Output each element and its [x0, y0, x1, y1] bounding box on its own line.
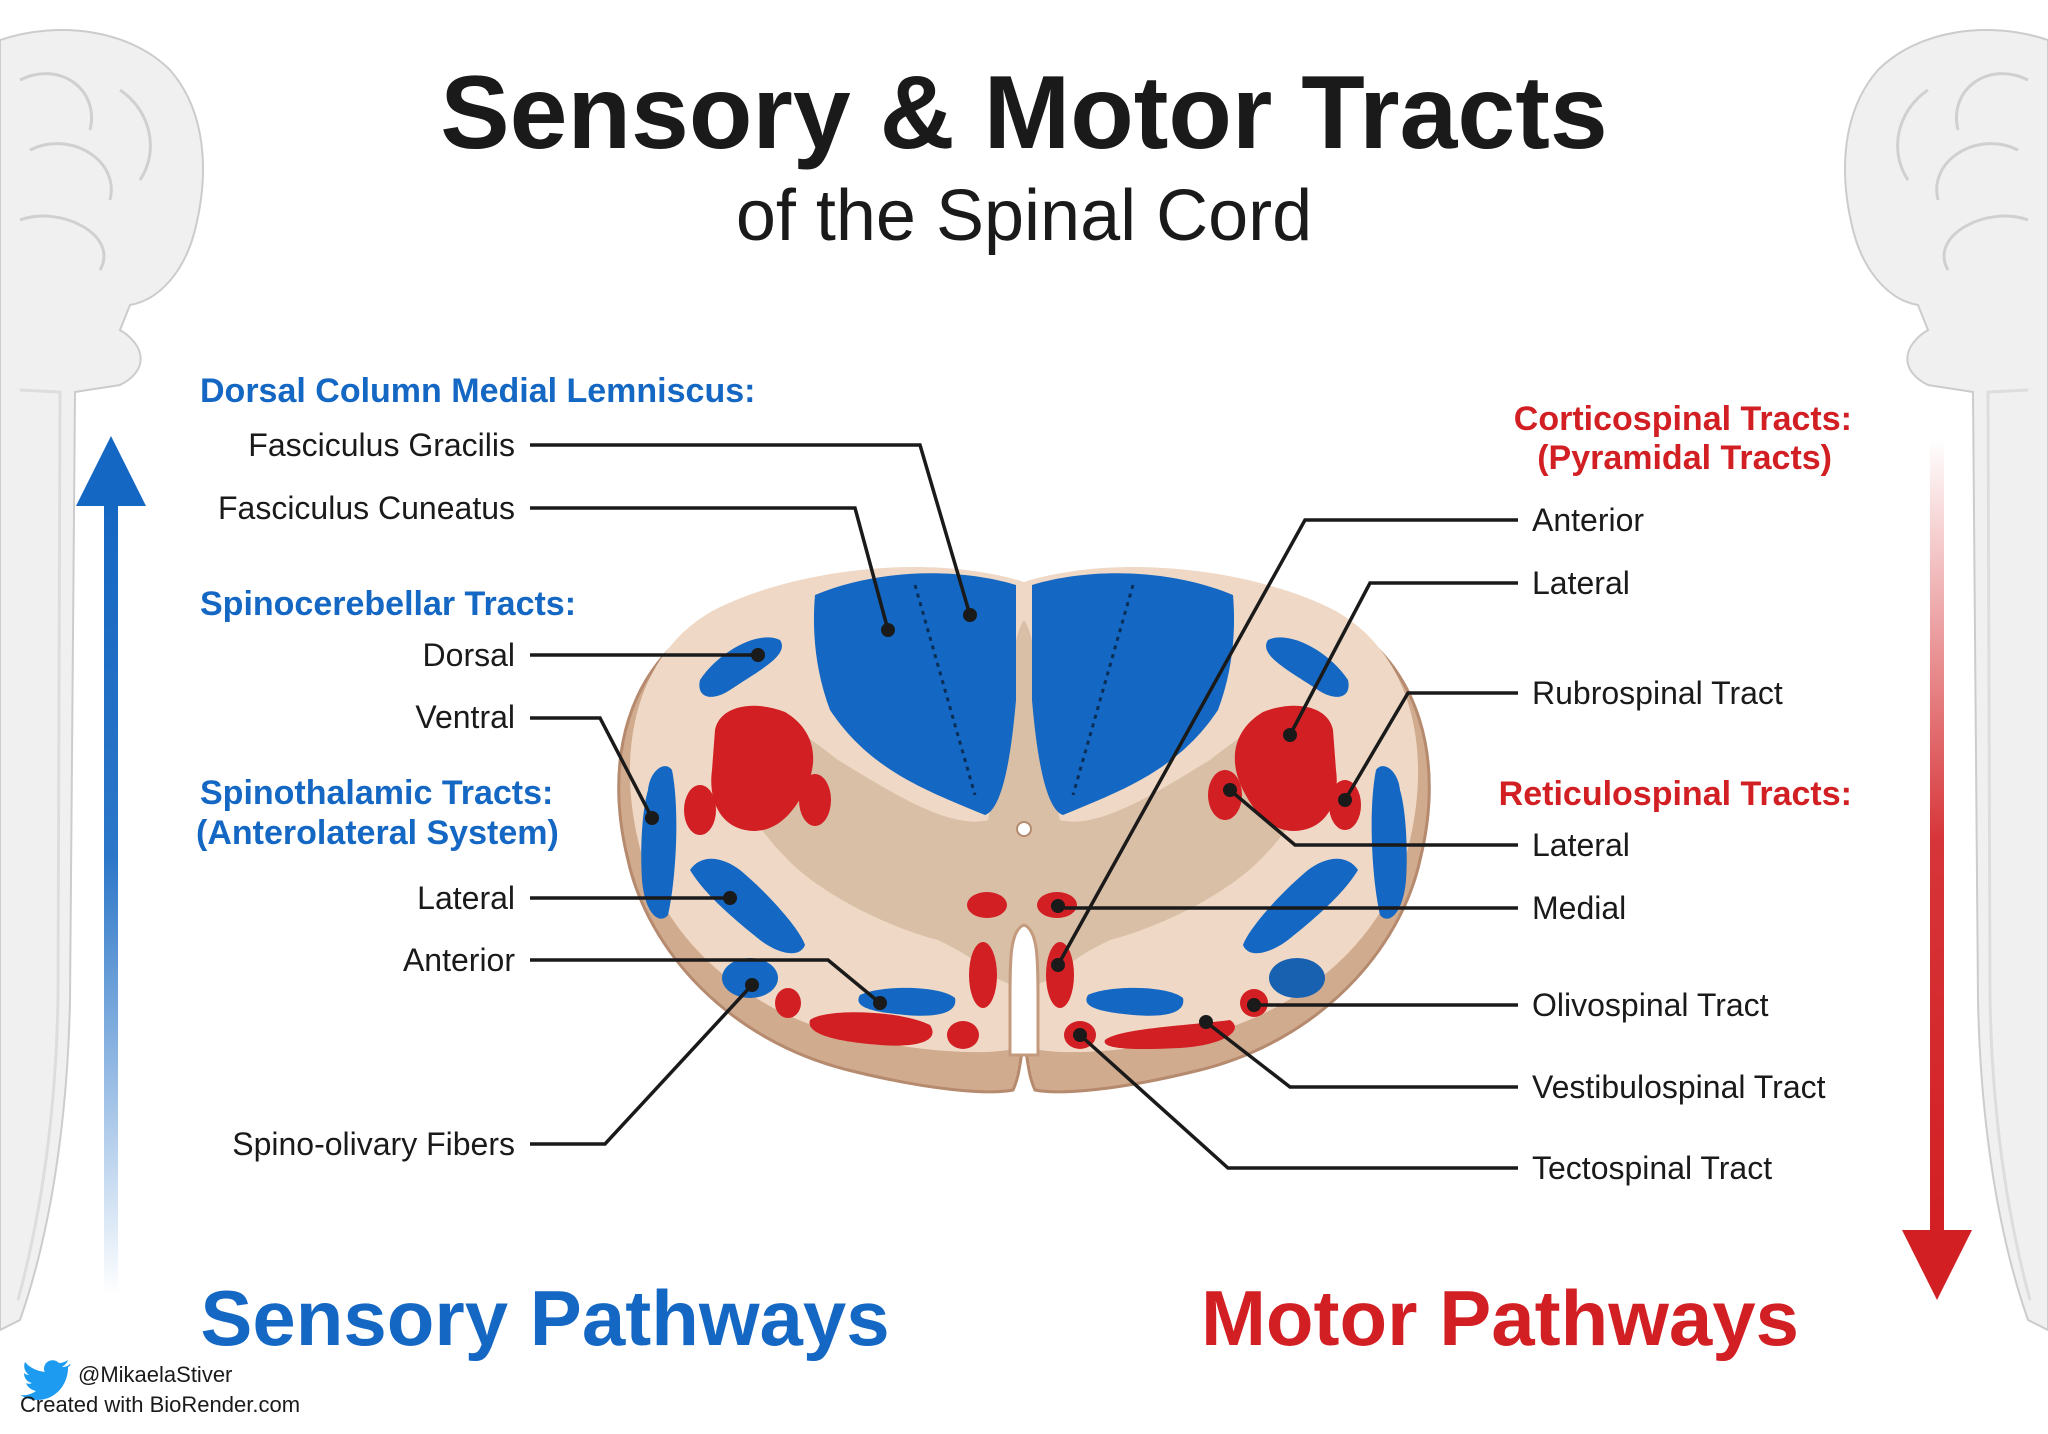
olivospinal-left	[775, 988, 801, 1018]
label-anterior-spinothalamic: Anterior	[403, 942, 515, 978]
central-canal	[1016, 821, 1032, 837]
twitter-bird-icon	[20, 1360, 71, 1400]
motor-labels: Corticospinal Tracts: (Pyramidal Tracts)…	[1499, 400, 1852, 1186]
label-lateral-spinothalamic: Lateral	[417, 880, 515, 916]
anterior-corticospinal-right	[1046, 942, 1074, 1008]
label-medial-reticulospinal: Medial	[1532, 890, 1626, 926]
gray-matter	[724, 620, 1324, 990]
ventral-spinocerebellar-right	[1371, 766, 1407, 919]
corticospinal-header-line1: Corticospinal Tracts:	[1514, 400, 1852, 438]
label-lateral-corticospinal: Lateral	[1532, 565, 1630, 601]
sensory-pathways-label: Sensory Pathways	[200, 1274, 889, 1362]
label-vestibulospinal: Vestibulospinal Tract	[1532, 1069, 1826, 1105]
spino-olivary-right	[1269, 958, 1325, 998]
label-fasciculus-gracilis: Fasciculus Gracilis	[248, 427, 515, 463]
left-brain-icon	[0, 29, 204, 1332]
label-fasciculus-cuneatus: Fasciculus Cuneatus	[218, 490, 515, 526]
dcml-header: Dorsal Column Medial Lemniscus:	[200, 372, 755, 410]
lateral-corticospinal-left	[711, 705, 814, 831]
dorsal-column-right	[1032, 573, 1235, 815]
tectospinal-left	[947, 1021, 979, 1049]
page-title: Sensory & Motor Tracts	[440, 55, 1607, 171]
label-olivospinal: Olivospinal Tract	[1532, 987, 1769, 1023]
left-leaders	[530, 443, 977, 1146]
right-brain-icon	[1844, 29, 2048, 1332]
dorsal-column-left	[813, 573, 1016, 815]
label-tectospinal: Tectospinal Tract	[1532, 1150, 1772, 1186]
medial-reticulospinal-left	[967, 892, 1007, 918]
label-spino-olivary: Spino-olivary Fibers	[232, 1126, 515, 1162]
motor-arrow-down	[1902, 440, 1972, 1300]
anterior-spinothalamic-right	[1086, 987, 1184, 1016]
right-leaders	[1051, 518, 1518, 1170]
corticospinal-header-line2: (Pyramidal Tracts)	[1537, 439, 1832, 477]
anterior-corticospinal-left	[969, 942, 997, 1008]
label-rubrospinal: Rubrospinal Tract	[1532, 675, 1783, 711]
sensory-labels: Dorsal Column Medial Lemniscus: Fascicul…	[196, 372, 755, 1162]
anterior-median-fissure	[1008, 923, 1040, 1057]
credits: @MikaelaStiver Created with BioRender.co…	[20, 1360, 300, 1417]
lateral-spinothalamic-left	[690, 858, 805, 954]
page-subtitle: of the Spinal Cord	[736, 176, 1312, 256]
lateral-spinothalamic-right	[1243, 858, 1358, 954]
spinothalamic-header-line1: Spinothalamic Tracts:	[200, 774, 553, 812]
reticulospinal-header: Reticulospinal Tracts:	[1499, 775, 1852, 813]
sensory-arrow-up	[76, 436, 146, 1295]
biorender-credit: Created with BioRender.com	[20, 1392, 300, 1417]
rubrospinal-left	[799, 774, 831, 826]
lateral-reticulospinal-right	[1208, 770, 1242, 820]
lateral-corticospinal-right	[1234, 705, 1337, 831]
motor-pathways-label: Motor Pathways	[1201, 1274, 1799, 1362]
label-anterior-corticospinal: Anterior	[1532, 502, 1644, 538]
ventral-spinocerebellar-left	[641, 766, 677, 919]
spino-olivary-left	[722, 958, 778, 998]
twitter-handle: @MikaelaStiver	[78, 1362, 232, 1387]
spinothalamic-header-line2: (Anterolateral System)	[196, 814, 559, 852]
label-ventral-spinocerebellar: Ventral	[415, 699, 515, 735]
label-lateral-reticulospinal: Lateral	[1532, 827, 1630, 863]
label-dorsal-spinocerebellar: Dorsal	[423, 637, 515, 673]
spinocerebellar-header: Spinocerebellar Tracts:	[200, 585, 576, 623]
vestibulospinal-left	[809, 1012, 933, 1046]
dorsal-spinocerebellar-right	[1266, 637, 1349, 697]
lateral-reticulospinal-left	[684, 785, 716, 835]
cord-cross-section	[617, 567, 1431, 1094]
